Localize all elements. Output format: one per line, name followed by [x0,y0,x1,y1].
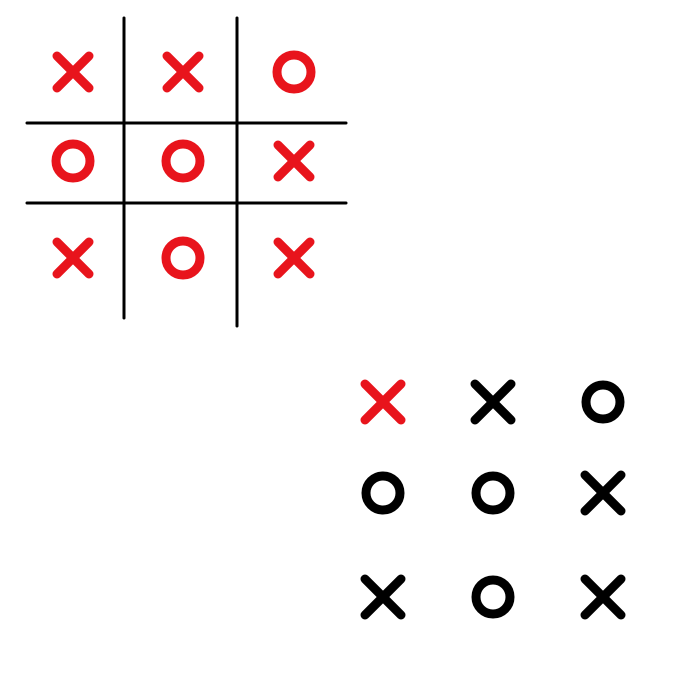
board-cell-r3c2-o-mark [161,236,205,280]
board-cell-r1c1-x-mark [52,51,94,93]
board-cell-r2c2-o-mark [161,139,205,183]
marks-cell-r1c2-x-mark [470,379,516,425]
marks-cell-r1c1-x-mark [360,379,406,425]
marks-cell-r2c3-x-mark [580,470,626,516]
marks-cell-r3c1-x-mark [360,574,406,620]
board-marks [51,50,316,280]
tic-tac-toe-board [25,16,348,328]
board-cell-r3c3-x-mark [273,237,315,279]
board-cell-r2c1-o-mark [51,139,95,183]
board-cell-r1c2-x-mark [162,51,204,93]
board-cell-r1c3-o-mark [272,50,316,94]
marks-cell-r3c3-x-mark [580,574,626,620]
board-cell-r3c1-x-mark [52,237,94,279]
marks-cell-r2c1-o-mark [361,471,405,515]
tic-tac-toe-marks-without-grid [360,379,626,620]
board-cell-r2c3-x-mark [273,140,315,182]
marks-cell-r2c2-o-mark [471,471,515,515]
marks-cell-r1c3-o-mark [581,380,625,424]
marks-cell-r3c2-o-mark [471,575,515,619]
